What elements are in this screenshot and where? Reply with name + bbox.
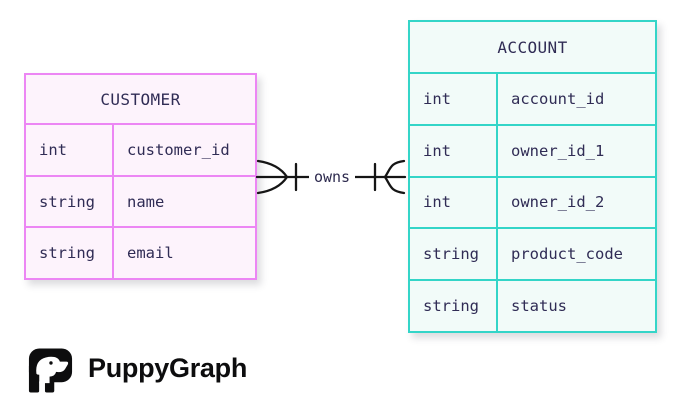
column-name: name [127, 192, 165, 211]
table-row: string status [410, 279, 655, 331]
relationship-label: owns [309, 166, 355, 188]
puppygraph-logo: PuppyGraph [28, 347, 247, 393]
column-type: string [410, 281, 498, 331]
table-row: int customer_id [26, 123, 255, 175]
column-name: customer_id [127, 140, 230, 159]
column-type: string [26, 176, 114, 227]
column-type: string [26, 228, 114, 279]
puppygraph-logo-text: PuppyGraph [88, 352, 248, 383]
column-type: int [410, 177, 498, 228]
crow-foot-left-icon [256, 159, 289, 179]
column-name: account_id [511, 89, 605, 108]
column-type: int [410, 125, 498, 176]
table-row: int owner_id_1 [410, 123, 655, 176]
column-type: int [26, 125, 114, 175]
table-row: int account_id [410, 72, 655, 124]
table-account-title: ACCOUNT [497, 37, 568, 57]
column-name: product_code [511, 245, 623, 264]
crow-foot-left-icon [256, 175, 289, 195]
column-name: status [511, 297, 567, 316]
column-name: owner_id_2 [511, 193, 605, 212]
table-account[interactable]: ACCOUNT int account_id int owner_id_1 in… [408, 20, 657, 333]
crow-foot-right-icon [383, 175, 406, 195]
column-name: email [127, 244, 174, 263]
table-row: string product_code [410, 227, 655, 280]
column-type: string [410, 229, 498, 280]
column-type: int [410, 74, 498, 124]
table-customer-title: CUSTOMER [100, 89, 181, 109]
table-row: string name [26, 174, 255, 227]
table-row: int owner_id_2 [410, 175, 655, 228]
table-row: string email [26, 226, 255, 279]
column-name: owner_id_1 [511, 141, 605, 160]
crow-foot-right-icon [383, 159, 406, 179]
table-customer[interactable]: CUSTOMER int customer_id string name str… [24, 73, 257, 280]
puppygraph-dog-icon [28, 348, 73, 393]
